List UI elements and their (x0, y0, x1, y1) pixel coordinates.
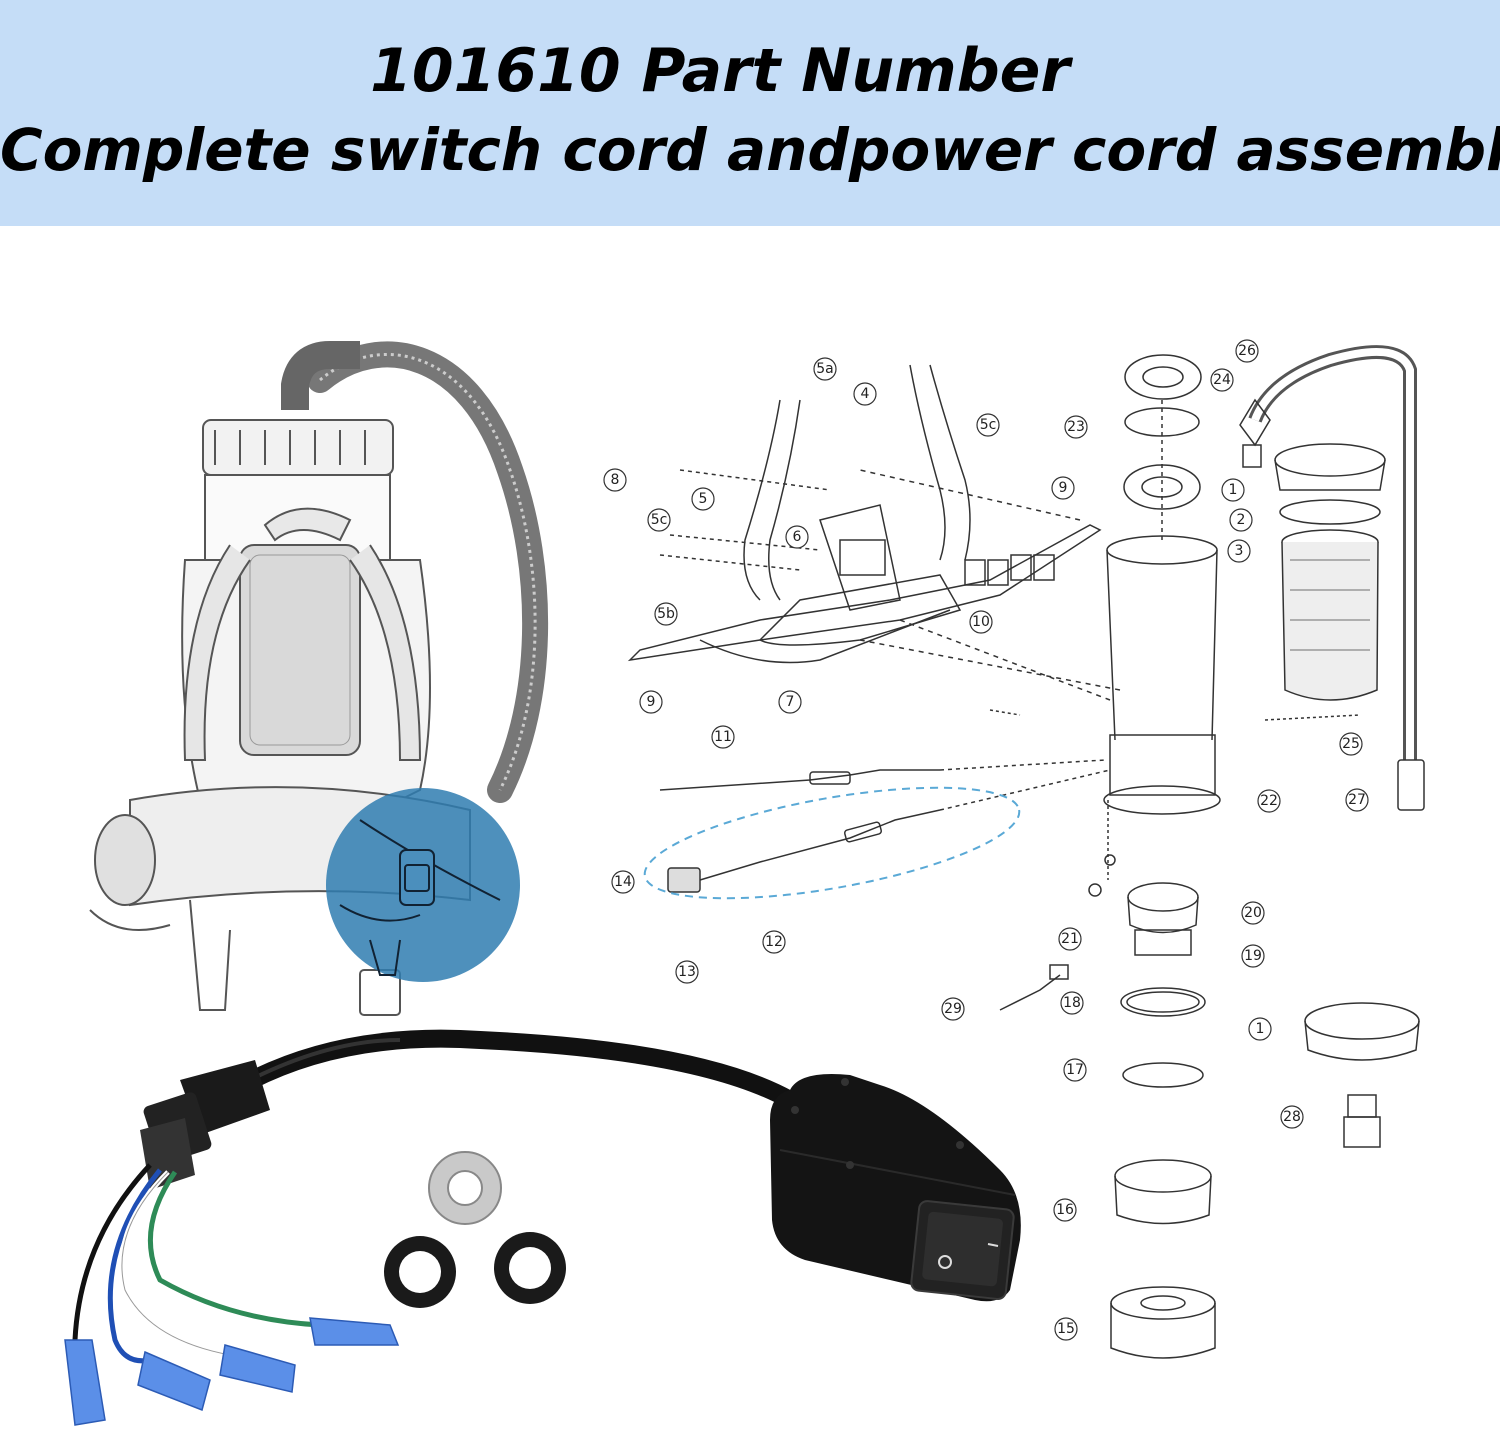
svg-text:20: 20 (1244, 905, 1262, 921)
svg-text:29: 29 (944, 1001, 962, 1017)
svg-text:16: 16 (1056, 1202, 1074, 1218)
svg-text:12: 12 (765, 934, 783, 950)
svg-text:6: 6 (793, 529, 802, 545)
svg-text:11: 11 (714, 729, 732, 745)
svg-text:27: 27 (1348, 792, 1366, 808)
svg-text:17: 17 (1066, 1062, 1084, 1078)
svg-text:26: 26 (1238, 343, 1256, 359)
backpack-vacuum-sketch (89, 341, 549, 1016)
svg-text:9: 9 (647, 694, 656, 710)
svg-text:5c: 5c (980, 417, 997, 433)
svg-text:5a: 5a (816, 361, 834, 377)
svg-text:13: 13 (678, 964, 696, 980)
highlighted-switch-sketch (339, 819, 501, 976)
svg-text:8: 8 (611, 472, 620, 488)
svg-text:3: 3 (1235, 543, 1244, 559)
svg-text:25: 25 (1342, 736, 1360, 752)
svg-text:28: 28 (1283, 1109, 1301, 1125)
svg-text:1: 1 (1229, 482, 1238, 498)
svg-text:2: 2 (1237, 512, 1246, 528)
svg-text:7: 7 (786, 694, 795, 710)
svg-text:18: 18 (1063, 995, 1081, 1011)
svg-text:19: 19 (1244, 948, 1262, 964)
svg-text:14: 14 (614, 874, 632, 890)
svg-text:22: 22 (1260, 793, 1278, 809)
svg-text:23: 23 (1067, 419, 1085, 435)
product-description-title: Complete switch cord andpower cord assem… (0, 116, 1500, 184)
svg-text:21: 21 (1061, 931, 1079, 947)
svg-text:1: 1 (1256, 1021, 1265, 1037)
svg-text:15: 15 (1057, 1321, 1075, 1337)
svg-text:5b: 5b (657, 606, 675, 622)
title-banner: 101610 Part Number Complete switch cord … (0, 0, 1500, 226)
svg-text:5: 5 (699, 491, 708, 507)
switch-cord-photo (64, 1029, 1021, 1426)
exploded-parts-diagram (627, 345, 1425, 1359)
part-number-title: 101610 Part Number (370, 36, 1070, 106)
svg-text:9: 9 (1059, 480, 1068, 496)
svg-text:10: 10 (972, 614, 990, 630)
svg-text:4: 4 (861, 386, 870, 402)
callout-labels: 26 5a 4 24 23 5c 8 9 5 1 5c 2 6 3 5b 10 9 7 11 25 22 2… (603, 339, 1369, 1341)
switch-cord-outline (643, 786, 1021, 900)
svg-text:5c: 5c (651, 512, 668, 528)
svg-text:24: 24 (1213, 372, 1231, 388)
